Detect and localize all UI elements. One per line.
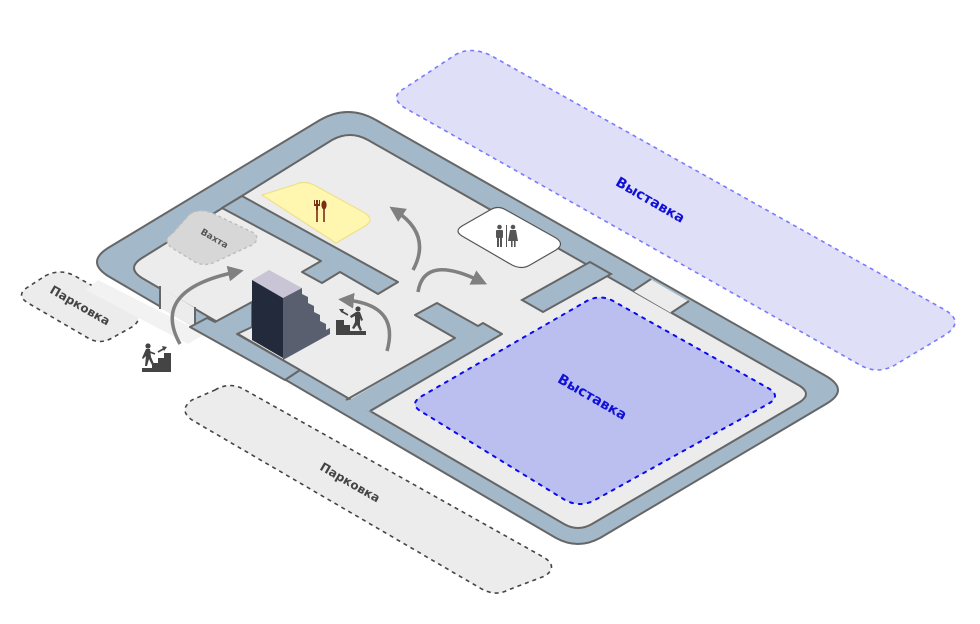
fork-spoon-icon — [314, 200, 327, 222]
passage-edge — [670, 300, 690, 314]
staircase-block[interactable] — [252, 270, 330, 360]
exhibition-zone-top[interactable] — [395, 49, 956, 371]
stairs-up-icon — [142, 343, 171, 372]
flow-arrow-entrance — [170, 265, 244, 345]
restroom-icon — [496, 224, 518, 247]
guard-post-zone[interactable] — [166, 210, 258, 266]
interior-wall-cafe — [221, 195, 399, 295]
interior-wall-hall — [346, 303, 502, 412]
flow-arrow-stairs — [338, 292, 392, 352]
flow-arrow-restroom — [416, 268, 488, 293]
exhibition-zone-main[interactable] — [414, 296, 776, 505]
main-entrance[interactable] — [160, 287, 195, 328]
interior-wall-restroom — [519, 260, 614, 314]
parking-zone-bottom[interactable] — [184, 384, 553, 594]
flow-arrow-cafe — [389, 206, 422, 271]
cafe-zone[interactable] — [260, 181, 371, 244]
side-passage[interactable] — [633, 279, 688, 313]
parking-zone-left[interactable] — [20, 271, 140, 343]
interior-wall-hall-edge — [345, 302, 503, 412]
passage-edge — [632, 278, 652, 292]
stairs-up-icon — [336, 306, 366, 335]
